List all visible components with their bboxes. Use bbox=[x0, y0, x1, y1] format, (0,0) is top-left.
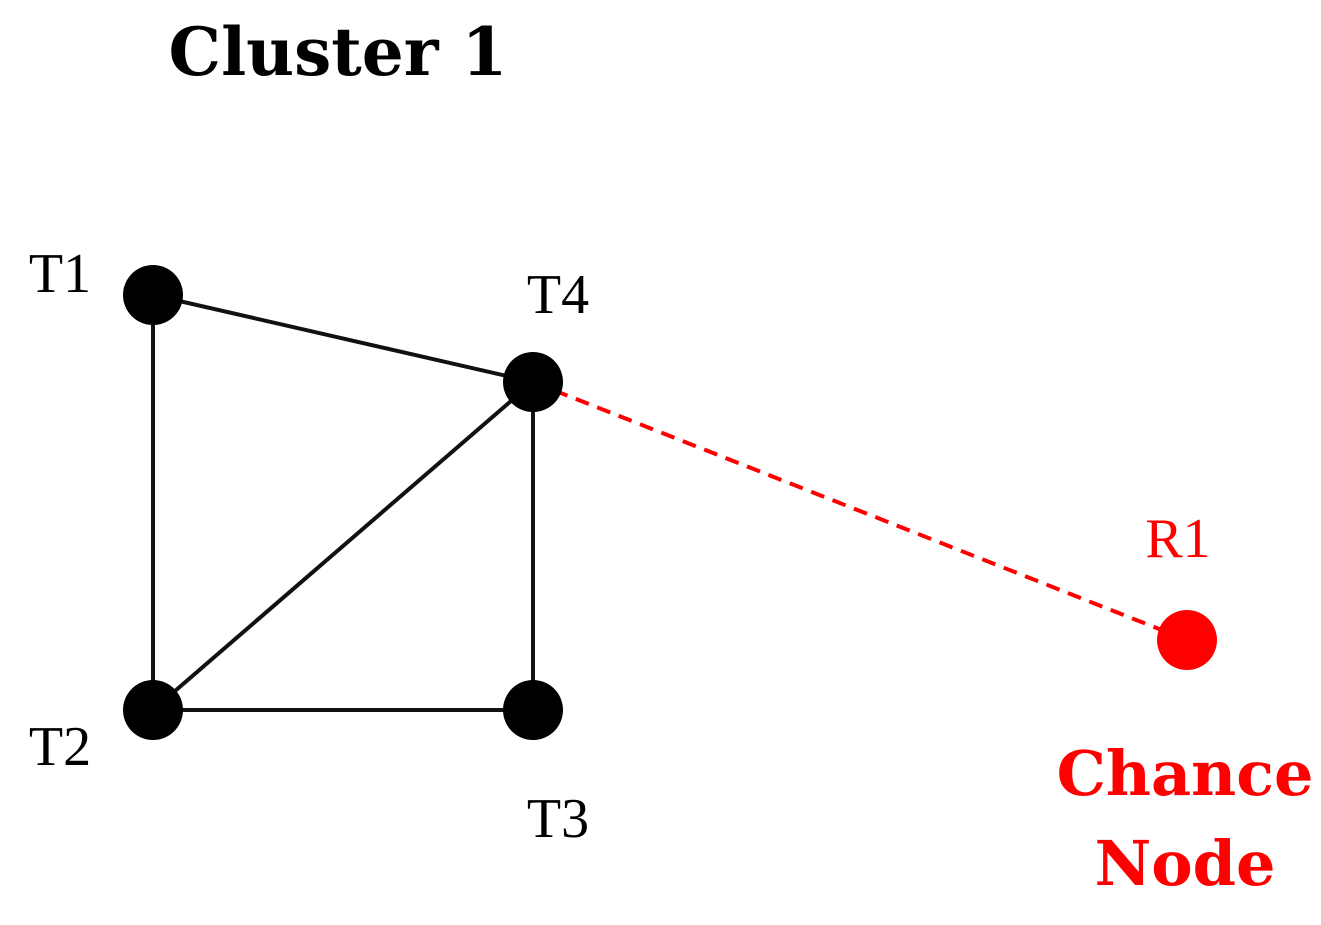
node-label-t2: T2 bbox=[29, 716, 91, 778]
node-r1 bbox=[1157, 610, 1217, 670]
node-label-t1: T1 bbox=[29, 243, 91, 305]
edges-layer bbox=[151, 293, 1188, 712]
chance-node-caption-line2: Node bbox=[1095, 827, 1276, 900]
node-label-r1: R1 bbox=[1145, 508, 1210, 570]
node-t1 bbox=[123, 265, 183, 325]
chance-node-caption-line1: Chance bbox=[1057, 737, 1314, 810]
node-label-t4: T4 bbox=[527, 264, 589, 326]
node-label-t3: T3 bbox=[527, 788, 589, 850]
diagram-title: Cluster 1 bbox=[169, 13, 508, 91]
edge-t2-t4 bbox=[151, 380, 535, 712]
node-t3 bbox=[503, 680, 563, 740]
edge-t4-r1 bbox=[532, 380, 1188, 642]
edge-t1-t4 bbox=[152, 293, 534, 384]
node-t2 bbox=[123, 680, 183, 740]
node-t4 bbox=[503, 352, 563, 412]
